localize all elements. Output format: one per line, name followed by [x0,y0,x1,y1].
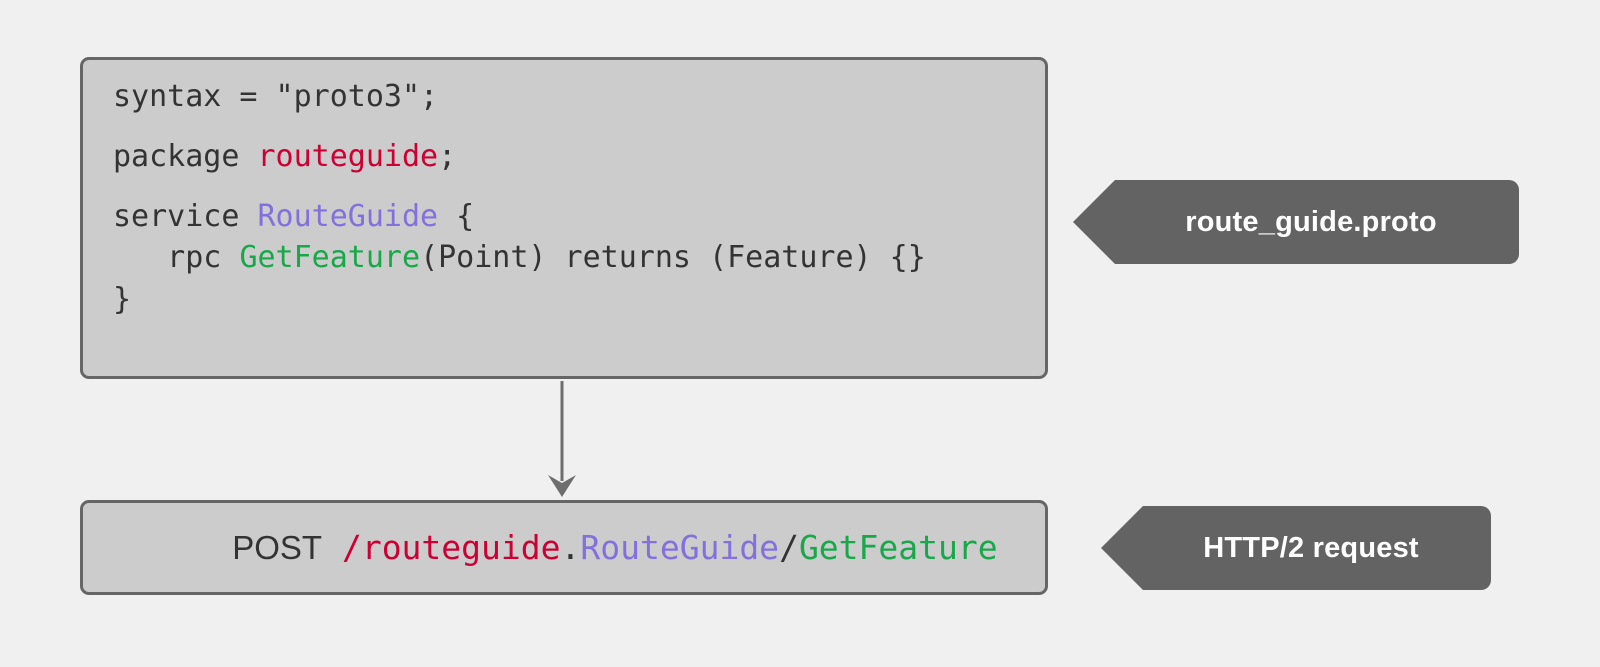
code-line: } [113,279,926,320]
code-token: RouteGuide [257,198,439,234]
callout-arrow-shape [1073,180,1519,264]
http-path-token: . [560,528,581,567]
code-token: GetFeature [239,240,421,276]
code-token: syntax = "proto3"; [113,79,439,114]
http-path-line: POST /routeguide.RouteGuide/GetFeature [83,489,998,606]
code-token: routeguide [257,138,439,174]
http-path-spacer [322,528,342,567]
callout-arrow-shape [1101,506,1491,590]
flow-arrow-icon [548,381,576,497]
code-blank-line [113,117,926,136]
code-line: service RouteGuide { [113,196,926,237]
http-path-token: /routeguide [341,528,561,567]
http-path-value: /routeguide.RouteGuide/GetFeature [342,528,998,567]
http-path-token: / [779,528,799,567]
code-blank-line [113,177,926,196]
http-method-label: POST [232,529,323,566]
callout-route-guide-proto: route_guide.proto [1073,180,1519,264]
code-token: service [113,198,258,234]
callout-label-proto: route_guide.proto [1185,205,1437,238]
proto-code-block: syntax = "proto3"; package routeguide; ser… [113,76,926,320]
code-line: syntax = "proto3"; [113,76,926,117]
code-token: package [113,138,258,174]
callout-label-http: HTTP/2 request [1203,531,1419,564]
http-path-token: GetFeature [798,528,998,567]
code-token: (Point) returns (Feature) {} [420,240,926,276]
http-path-box: POST /routeguide.RouteGuide/GetFeature [80,500,1048,595]
code-line: rpc GetFeature(Point) returns (Feature) … [113,237,926,278]
code-line: package routeguide; [113,136,926,177]
code-token: } [113,281,132,317]
code-token: ; [438,138,457,174]
proto-definition-box: syntax = "proto3"; package routeguide; ser… [80,57,1048,379]
code-token: { [438,198,475,234]
code-token: rpc [113,240,240,276]
http-path-token: RouteGuide [580,528,780,567]
callout-http2-request: HTTP/2 request [1101,506,1491,590]
